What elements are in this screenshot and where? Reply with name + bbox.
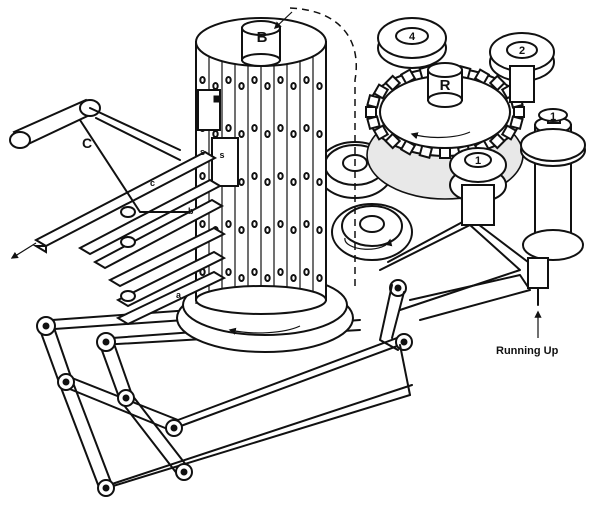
drum-hole bbox=[238, 226, 245, 234]
drum-hole bbox=[238, 82, 245, 90]
drum-hole bbox=[290, 226, 297, 234]
linkage-frame bbox=[36, 217, 531, 497]
gear-4-label: 4 bbox=[409, 31, 416, 43]
gear-r-label: R bbox=[440, 77, 451, 94]
running-up-label: Running Up bbox=[496, 345, 559, 357]
gear-tooth bbox=[384, 132, 402, 150]
bar-s-label: s bbox=[219, 150, 224, 160]
drum-hole bbox=[199, 76, 206, 84]
drum-hole bbox=[303, 76, 310, 84]
drum-hole bbox=[264, 226, 271, 234]
drum-hole bbox=[303, 124, 310, 132]
slide-bars: s c b a bbox=[10, 147, 227, 326]
crank-c-label: C bbox=[82, 135, 92, 151]
drum-hole bbox=[251, 220, 258, 228]
gear-2-label: 2 bbox=[519, 45, 525, 57]
drum-hole bbox=[238, 274, 245, 282]
drum-hole bbox=[290, 130, 297, 138]
drum-hole bbox=[277, 220, 284, 228]
drum-hole bbox=[264, 130, 271, 138]
gear-tooth bbox=[366, 115, 381, 130]
drum-hole bbox=[251, 124, 258, 132]
drum-hole bbox=[277, 124, 284, 132]
gear-tooth bbox=[365, 106, 377, 118]
drum-hole bbox=[199, 172, 206, 180]
gear-4: 4 bbox=[377, 17, 447, 69]
drum-b-label: B bbox=[257, 29, 268, 46]
gear-tooth bbox=[372, 124, 390, 141]
gear-1-right-label: 1 bbox=[550, 111, 556, 123]
gear-tooth bbox=[500, 124, 518, 141]
drum-hole bbox=[303, 172, 310, 180]
drum-hole bbox=[212, 82, 219, 90]
drum-hole bbox=[290, 82, 297, 90]
drum-hole bbox=[316, 274, 323, 282]
drum-hole bbox=[264, 274, 271, 282]
drum-hole bbox=[251, 268, 258, 276]
bar-c-label: c bbox=[150, 178, 155, 188]
drum-hole bbox=[212, 130, 219, 138]
drum-hole bbox=[316, 82, 323, 90]
gear-tooth bbox=[372, 83, 390, 100]
gear-tooth bbox=[509, 115, 524, 130]
drum-hole bbox=[290, 274, 297, 282]
gear-tooth bbox=[439, 147, 451, 159]
gear-tooth bbox=[384, 74, 402, 92]
crank-C: C bbox=[9, 98, 191, 213]
drum-hole bbox=[251, 172, 258, 180]
drum-hole bbox=[225, 76, 232, 84]
gear-1-left-label: 1 bbox=[475, 155, 481, 167]
drum-side-blocks: s bbox=[197, 89, 239, 187]
gear-tooth bbox=[366, 94, 381, 109]
gear-1-left: 1 bbox=[449, 147, 507, 226]
drum-hole bbox=[199, 220, 206, 228]
gear-2: 2 bbox=[489, 32, 555, 103]
drum-hole bbox=[264, 82, 271, 90]
drum-hole bbox=[225, 268, 232, 276]
drum-hole bbox=[277, 76, 284, 84]
drum-hole bbox=[277, 172, 284, 180]
drum-hole bbox=[316, 226, 323, 234]
gear-tooth bbox=[488, 74, 506, 92]
drum-hole bbox=[238, 178, 245, 186]
gear-tooth bbox=[488, 132, 506, 150]
gear-tooth bbox=[513, 106, 525, 118]
drum-hole bbox=[225, 124, 232, 132]
drum-hole bbox=[290, 178, 297, 186]
drum-hole bbox=[277, 268, 284, 276]
bar-a-label: a bbox=[176, 290, 182, 300]
drum-hole bbox=[238, 130, 245, 138]
bar-b-label: b bbox=[188, 206, 194, 216]
bar-s2-label: s bbox=[200, 147, 205, 157]
gear-1-right-shaft: 1 bbox=[520, 108, 586, 306]
drum-hole bbox=[316, 178, 323, 186]
drum-hole bbox=[251, 76, 258, 84]
drum-hole bbox=[316, 130, 323, 138]
drum-hole bbox=[264, 178, 271, 186]
drum-hole bbox=[225, 220, 232, 228]
drum-hole bbox=[303, 268, 310, 276]
running-up-indicator: Running Up bbox=[496, 310, 559, 357]
drum-hole bbox=[303, 220, 310, 228]
